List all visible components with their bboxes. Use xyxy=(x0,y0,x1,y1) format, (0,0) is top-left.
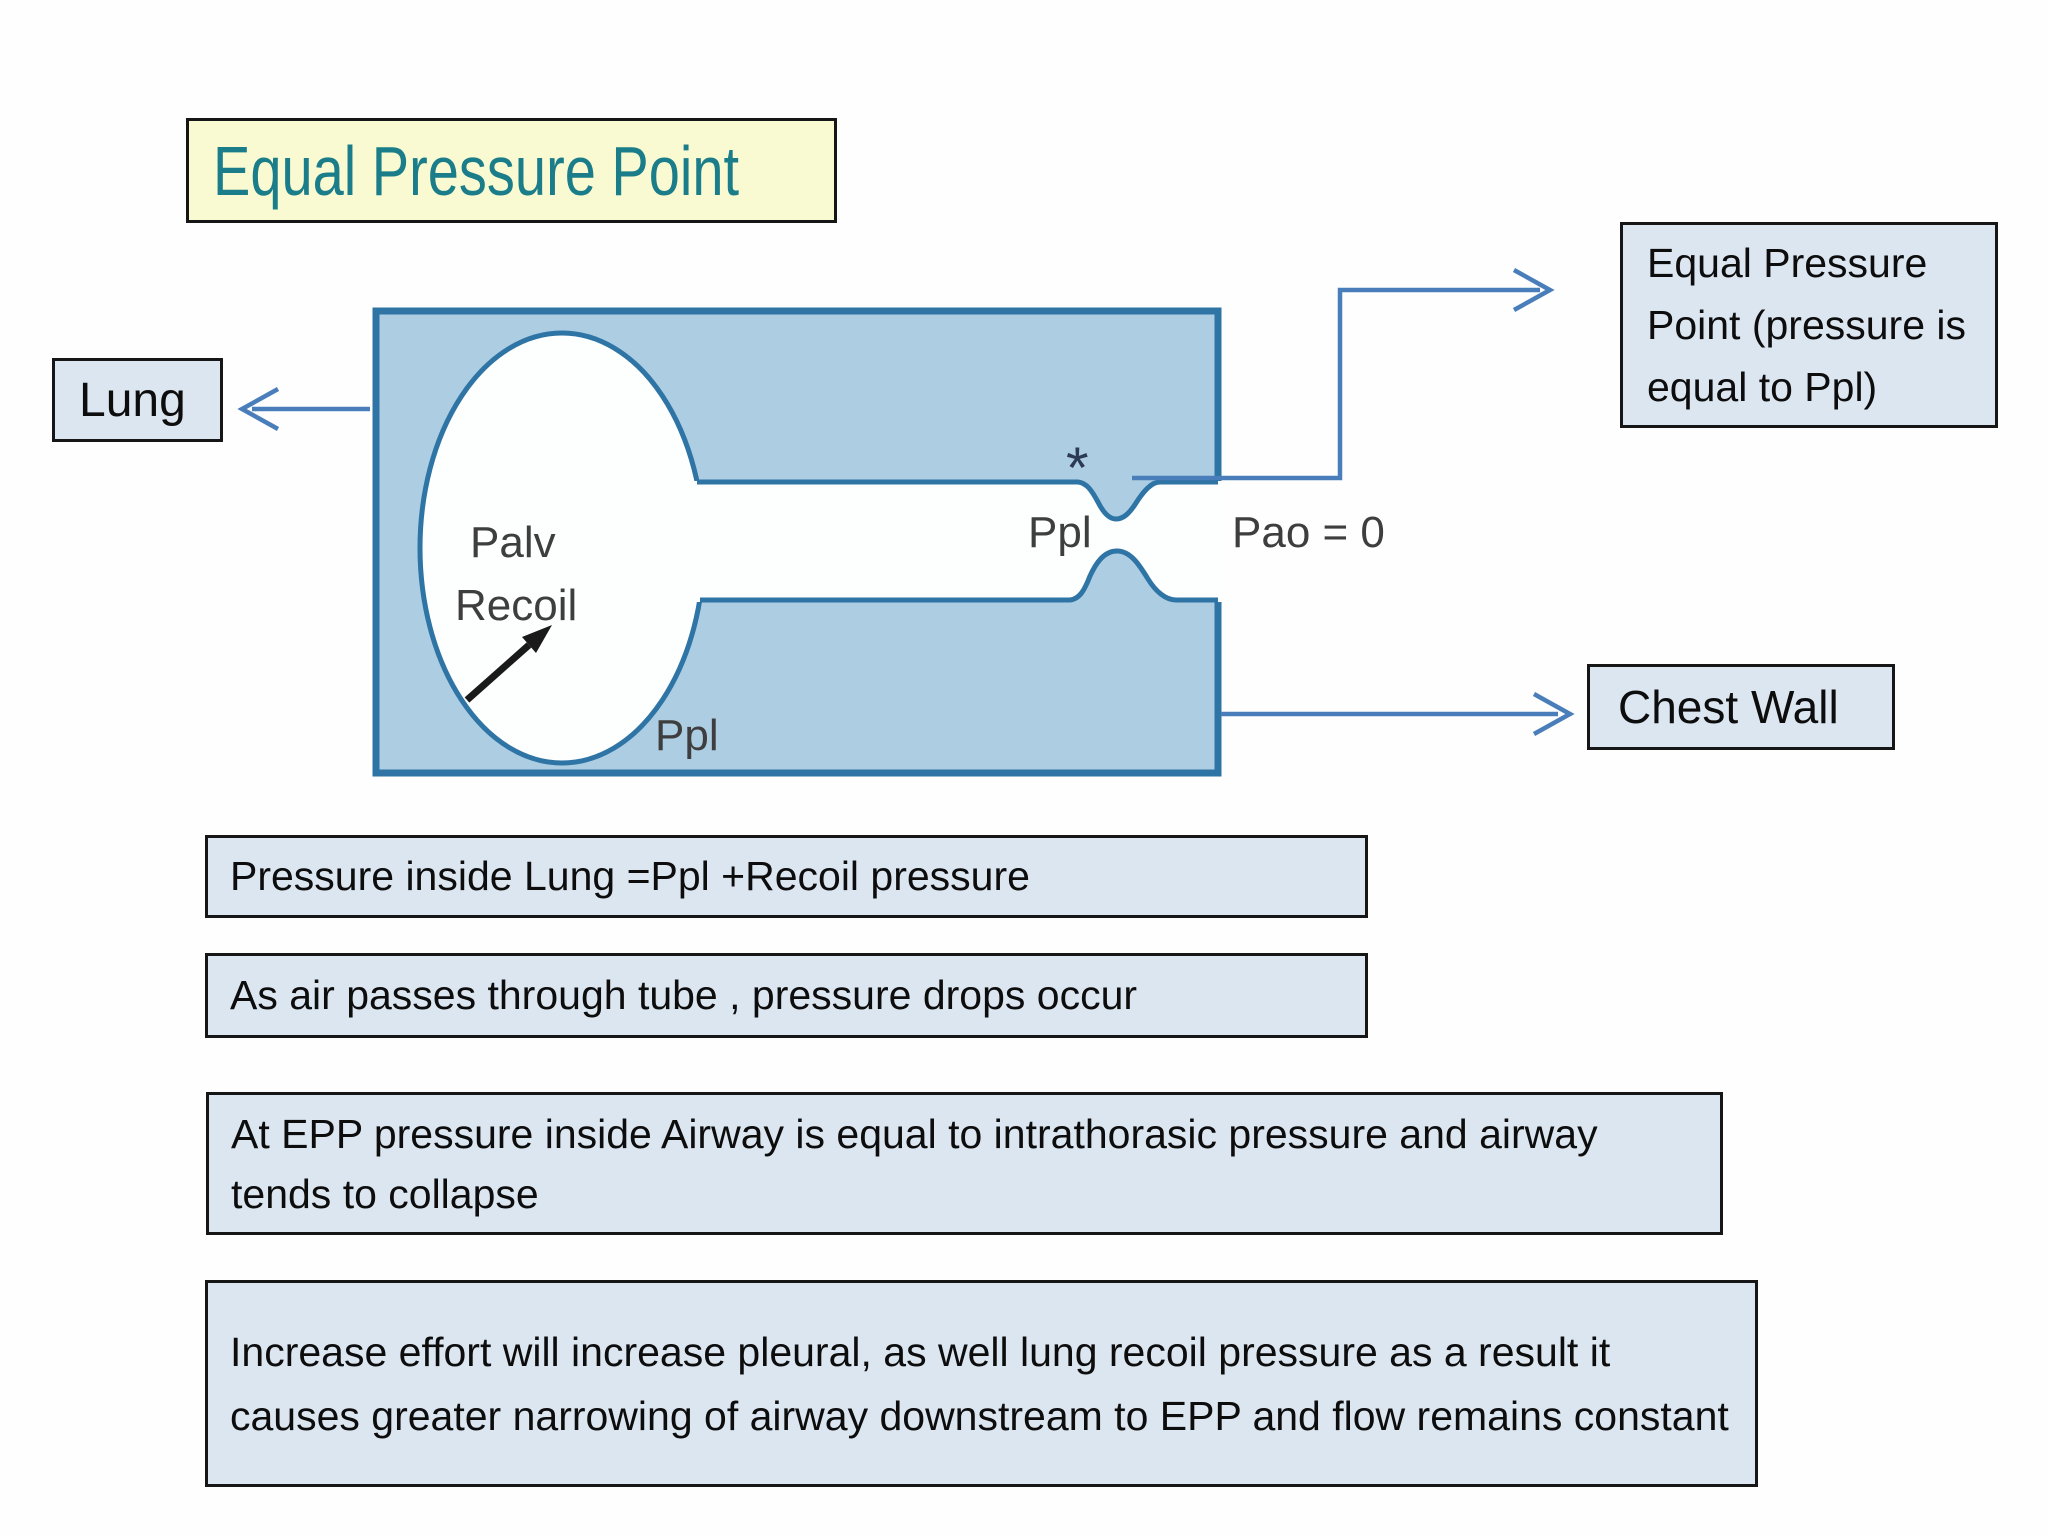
equal-pressure-point-callout: Equal Pressure Point (pressure is equal … xyxy=(1620,222,1998,428)
note-text: At EPP pressure inside Airway is equal t… xyxy=(231,1110,1598,1217)
epp-leader-line xyxy=(1132,287,1540,481)
chest-wall-arrowhead-icon xyxy=(1532,692,1575,736)
ppl-airway-label: Ppl xyxy=(1028,508,1092,557)
note-text: As air passes through tube , pressure dr… xyxy=(230,972,1138,1018)
lung-callout-label: Lung xyxy=(79,373,186,427)
page-title: Equal Pressure Point xyxy=(213,131,740,210)
airway-upper-wall xyxy=(697,479,1218,522)
alveolus-ellipse xyxy=(417,330,707,766)
lung-arrowhead-icon xyxy=(237,387,280,431)
pao-label: Pao = 0 xyxy=(1232,508,1385,557)
epp-asterisk-icon: * xyxy=(1066,436,1089,501)
note-pressure-inside-lung: Pressure inside Lung =Ppl +Recoil pressu… xyxy=(205,835,1368,918)
note-text: Increase effort will increase pleural, a… xyxy=(230,1328,1729,1439)
note-text: Pressure inside Lung =Ppl +Recoil pressu… xyxy=(230,853,1030,899)
palv-label: Palv xyxy=(470,518,556,567)
note-pressure-drops: As air passes through tube , pressure dr… xyxy=(205,953,1368,1038)
equal-pressure-point-label: Equal Pressure Point (pressure is equal … xyxy=(1647,240,1967,410)
chest-wall-label: Chest Wall xyxy=(1618,681,1839,733)
lung-callout: Lung xyxy=(52,358,223,442)
note-epp-collapse: At EPP pressure inside Airway is equal t… xyxy=(206,1092,1723,1235)
recoil-label: Recoil xyxy=(455,581,577,630)
constriction-lower xyxy=(1070,551,1176,602)
epp-arrowhead-icon xyxy=(1512,268,1555,312)
recoil-arrow xyxy=(464,642,532,703)
slide-title-box: Equal Pressure Point xyxy=(186,118,837,223)
constriction-upper xyxy=(1078,481,1158,519)
note-increase-effort: Increase effort will increase pleural, a… xyxy=(205,1280,1758,1487)
chest-wall-callout: Chest Wall xyxy=(1587,664,1895,750)
recoil-arrowhead-icon xyxy=(522,625,552,653)
airway-lower-wall xyxy=(700,548,1218,603)
ppl-pleural-label: Ppl xyxy=(655,711,719,760)
